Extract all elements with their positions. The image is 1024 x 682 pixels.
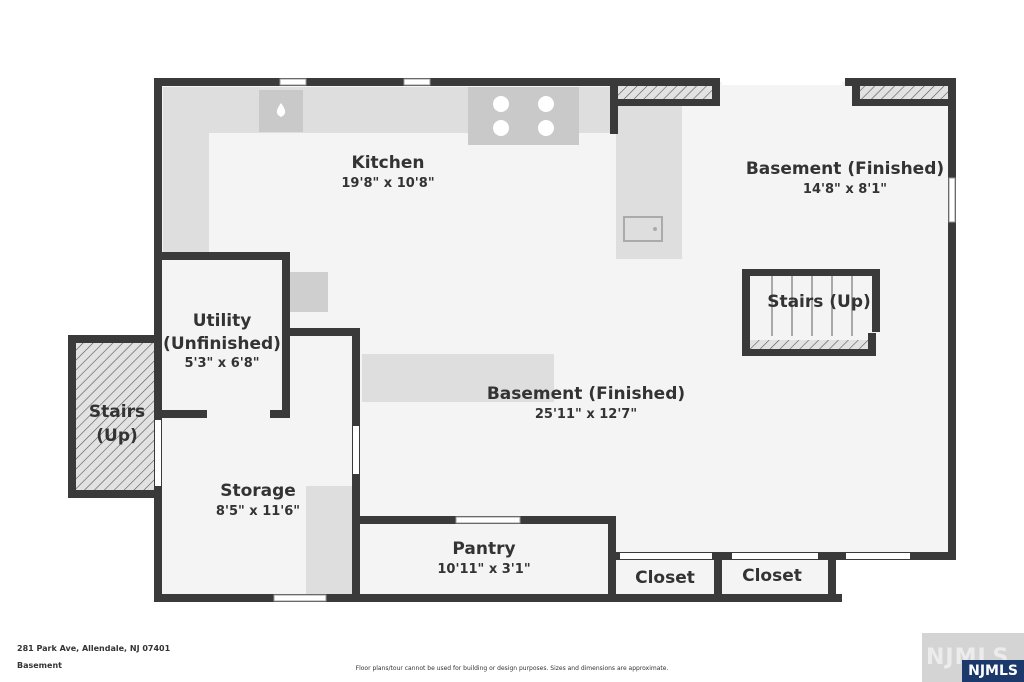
room-label-storage: Storage 8'5" x 11'6": [215, 481, 301, 519]
room-name: Utility: [192, 311, 252, 331]
room-dimensions: 5'3" x 6'8": [184, 356, 260, 372]
room-label-basement-main: Basement (Finished) 25'11" x 12'7": [486, 384, 686, 422]
room-name: Pantry: [452, 539, 516, 559]
room-dimensions: 25'11" x 12'7": [534, 406, 638, 422]
room-label-basement-upper: Basement (Finished) 14'8" x 8'1": [745, 159, 945, 197]
room-label-closet-1: Closet: [635, 568, 695, 589]
room-label-stairs-right: Stairs (Up): [767, 292, 871, 313]
logo-text: NJMLS: [962, 660, 1024, 682]
room-dimensions: 10'11" x 3'1": [437, 561, 531, 577]
room-name: Kitchen: [351, 153, 425, 173]
sink-icon: [259, 90, 303, 132]
room-name: Closet: [635, 568, 695, 588]
room-name: Basement (Finished): [486, 384, 686, 404]
room-label-closet-2: Closet: [742, 566, 802, 587]
staircase-icon: [750, 276, 874, 336]
room-name: Closet: [742, 566, 802, 586]
property-address: 281 Park Ave, Allendale, NJ 07401: [17, 644, 171, 653]
room-name: Stairs (Up): [767, 292, 871, 312]
room-dimensions: 14'8" x 8'1": [802, 181, 888, 197]
room-label-pantry: Pantry 10'11" x 3'1": [437, 539, 531, 577]
room-dimensions: 19'8" x 10'8": [341, 175, 435, 191]
disclaimer: Floor plans/tour cannot be used for buil…: [355, 665, 669, 672]
room-label-kitchen: Kitchen 19'8" x 10'8": [341, 153, 435, 191]
windows: [155, 78, 956, 602]
room-name-line2: (Unfinished): [163, 333, 281, 354]
cooktop-icon: [468, 87, 579, 145]
njmls-logo: NJMLS NJMLS: [922, 633, 1024, 682]
room-label-stairs-left: Stairs (Up): [88, 402, 146, 446]
hatched-areas: [76, 86, 948, 491]
room-name: Storage: [220, 481, 296, 501]
room-name: Basement (Finished): [745, 159, 945, 179]
room-name: Stairs: [88, 402, 146, 422]
room-name-line2: (Up): [96, 425, 138, 446]
room-label-utility: Utility (Unfinished) 5'3" x 6'8": [163, 311, 281, 372]
floor-level: Basement: [17, 661, 62, 670]
room-dimensions: 8'5" x 11'6": [215, 503, 301, 519]
bar-sink-icon: [623, 216, 663, 242]
